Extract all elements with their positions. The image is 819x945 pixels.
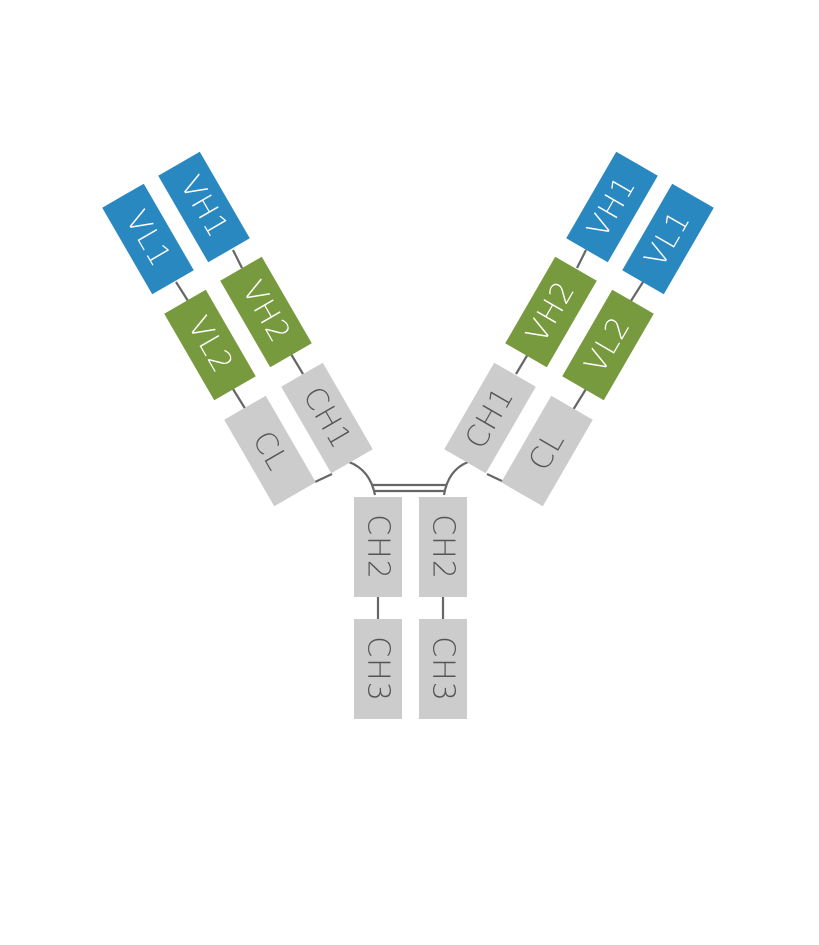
linkers bbox=[175, 249, 644, 619]
linker-right-cl-ch1 bbox=[486, 473, 505, 483]
label-fc-right-ch2: CH2 bbox=[426, 514, 461, 580]
linker-right-vh1-vh2 bbox=[576, 249, 587, 269]
domain-right-vl1: VL1 bbox=[622, 183, 714, 295]
linker-left-cl-ch1 bbox=[314, 473, 333, 483]
domain-right-cl: CL bbox=[501, 395, 593, 507]
label-fc-left-ch2: CH2 bbox=[361, 514, 396, 580]
linker-left-vl2-cl bbox=[232, 388, 247, 411]
linker-right-hinge bbox=[442, 460, 469, 496]
label-fc-left-ch3: CH3 bbox=[361, 636, 396, 702]
label-fc-right-ch3: CH3 bbox=[426, 636, 461, 702]
fc-region: CH2 CH2 CH3 CH3 bbox=[354, 497, 467, 719]
domain-fc-left-ch3: CH3 bbox=[354, 619, 402, 719]
linker-right-vl1-vl2 bbox=[628, 281, 644, 305]
domain-left-cl: CL bbox=[224, 395, 316, 507]
domain-fc-right-ch3: CH3 bbox=[419, 619, 467, 719]
linker-left-hinge bbox=[348, 460, 377, 496]
domain-fc-right-ch2: CH2 bbox=[419, 497, 467, 597]
linker-left-vh2-ch1 bbox=[290, 353, 304, 375]
linker-left-vh1-vh2 bbox=[232, 249, 243, 269]
linker-right-vl2-cl bbox=[572, 388, 587, 411]
domain-fc-left-ch2: CH2 bbox=[354, 497, 402, 597]
linker-right-vh2-ch1 bbox=[515, 353, 529, 375]
